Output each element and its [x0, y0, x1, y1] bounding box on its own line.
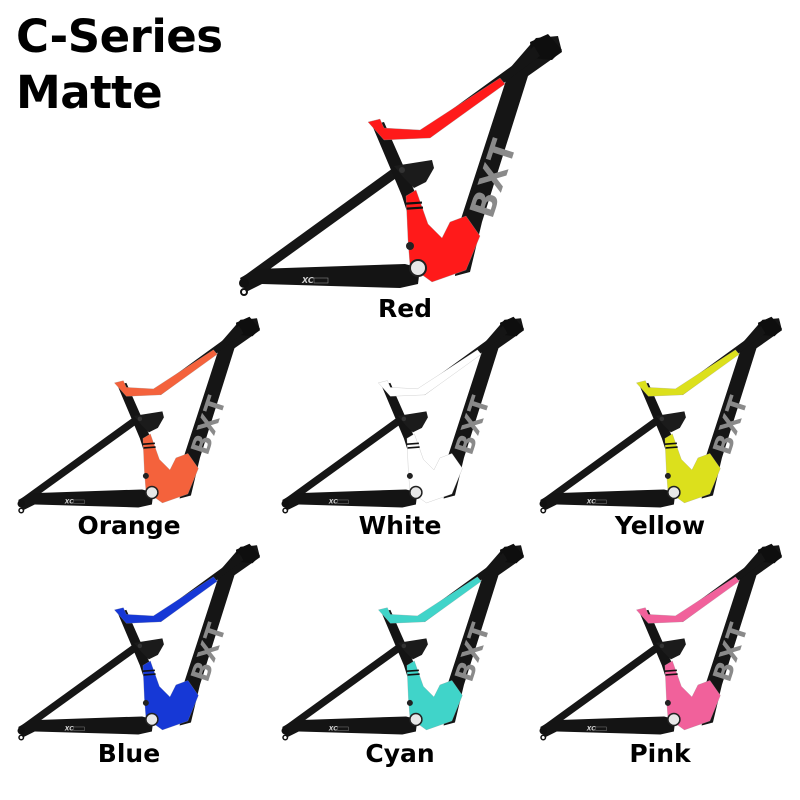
- chainstay-logo: XC: [301, 276, 314, 285]
- frame-image-blue[interactable]: BXT XC: [16, 543, 260, 742]
- frame-image-yellow[interactable]: BXT XC: [538, 316, 782, 515]
- color-label-blue: Blue: [97, 739, 161, 768]
- color-label-red: Red: [377, 294, 433, 323]
- accent-paint: [114, 349, 218, 397]
- downtube-logo: BXT: [708, 391, 755, 458]
- frame-image-white[interactable]: BXT XC: [280, 316, 524, 515]
- downtube-logo: BXT: [450, 391, 497, 458]
- accent-paint: [114, 576, 218, 624]
- bike-frame-illustration: BXT XC: [17, 543, 260, 741]
- bike-frame-illustration: BXT XC: [281, 543, 524, 741]
- frame-image-cyan[interactable]: BXT XC: [280, 543, 524, 742]
- bike-frame-illustration: BXT XC: [539, 543, 782, 741]
- chainstay-logo: XC: [586, 499, 596, 506]
- accent-paint: [378, 349, 482, 397]
- frame-image-orange[interactable]: BXT XC: [16, 316, 260, 515]
- bike-frame-illustration: BXT XC: [17, 316, 260, 514]
- bike-frame-illustration: BXT XC: [539, 316, 782, 514]
- color-label-pink: Pink: [629, 739, 691, 768]
- accent-paint: [636, 349, 740, 397]
- chainstay-logo: XC: [64, 499, 74, 506]
- title-series: C-Series: [16, 10, 223, 63]
- color-label-yellow: Yellow: [614, 511, 706, 540]
- color-label-orange: Orange: [77, 511, 181, 540]
- bike-frame-illustration: BXT XC: [281, 316, 524, 514]
- chainstay-logo: XC: [64, 726, 74, 733]
- frame-image-pink[interactable]: BXT XC: [538, 543, 782, 742]
- downtube-logo: BXT: [450, 618, 497, 685]
- accent-paint: [142, 433, 199, 504]
- chainstay-logo: XC: [328, 726, 338, 733]
- accent-paint: [142, 660, 199, 731]
- accent-paint: [367, 77, 506, 141]
- color-label-white: White: [358, 511, 442, 540]
- chainstay-logo: XC: [328, 499, 338, 506]
- chainstay-logo: XC: [586, 726, 596, 733]
- frame-image-red[interactable]: BXT XC: [237, 33, 562, 298]
- accent-paint: [664, 660, 721, 731]
- downtube-logo: BXT: [186, 618, 233, 685]
- title-finish: Matte: [16, 66, 163, 119]
- accent-paint: [406, 660, 463, 731]
- accent-paint: [664, 433, 721, 504]
- downtube-logo: BXT: [708, 618, 755, 685]
- downtube-logo: BXT: [186, 391, 233, 458]
- accent-paint: [636, 576, 740, 624]
- accent-paint: [378, 576, 482, 624]
- color-label-cyan: Cyan: [365, 739, 435, 768]
- bike-frame-illustration: BXT XC: [239, 34, 562, 296]
- accent-paint: [405, 189, 481, 283]
- accent-paint: [406, 433, 463, 504]
- downtube-logo: BXT: [463, 133, 526, 223]
